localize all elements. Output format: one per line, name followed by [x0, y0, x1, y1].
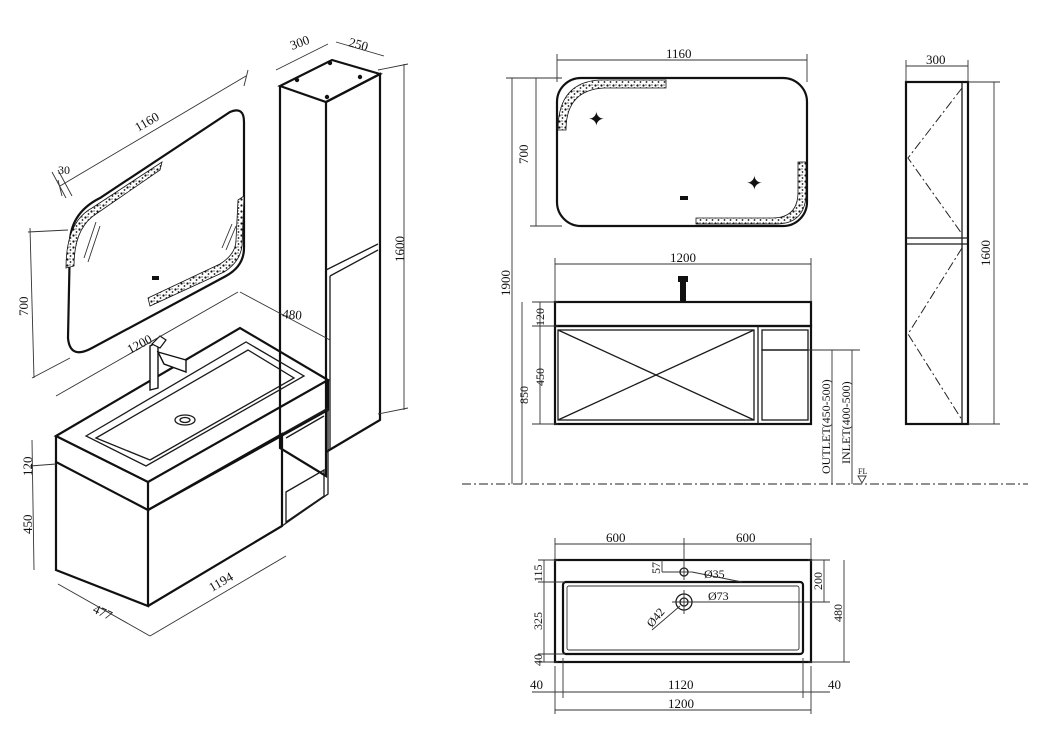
side-height: 1600 [978, 240, 993, 266]
iso-vanity-depth: 480 [282, 306, 303, 323]
front-mirror: ✦ ✦ [555, 76, 809, 228]
sparkle-icon-2: ✦ [746, 173, 763, 195]
iso-drawer-height: 450 [20, 515, 35, 535]
plan-view [532, 538, 850, 714]
iso-tall-dims [275, 41, 409, 415]
front-mirror-light-top [557, 79, 667, 131]
plan-drain-hole: Ø73 [708, 589, 729, 603]
plan-left-half: 600 [606, 530, 626, 545]
front-basin-width: 1200 [670, 250, 696, 265]
front-drawer-height: 450 [533, 368, 547, 386]
plan-front-to-drain: 200 [811, 572, 825, 590]
front-overall-height: 1900 [498, 270, 513, 296]
plan-drain-inner: Ø42 [644, 605, 668, 630]
iso-mirror-dims [27, 69, 249, 379]
inlet-label: INLET(400-500) [839, 381, 853, 464]
iso-mirror-sensor-icon [152, 276, 159, 280]
plan-tap-offset: 57 [649, 562, 663, 574]
front-view: ✦ ✦ 1160 700 1900 [462, 46, 1028, 485]
iso-mirror [65, 109, 246, 354]
iso-mirror-height: 700 [16, 297, 31, 317]
iso-mirror-depth: 30 [58, 163, 70, 177]
iso-mirror-light-strip [65, 161, 163, 269]
front-mirror-sensor-icon [680, 196, 688, 200]
plan-bowl-width: 1120 [668, 677, 694, 692]
plan-right-half: 600 [736, 530, 756, 545]
plan-right-margin: 40 [828, 677, 841, 692]
front-top-height: 120 [533, 308, 547, 326]
iso-vanity-dims [29, 291, 331, 637]
front-mirror-dims [506, 54, 808, 484]
sparkle-icon: ✦ [588, 109, 605, 131]
front-floor-to-top: 850 [517, 386, 531, 404]
iso-top-height: 120 [20, 457, 35, 477]
plan-left-margin: 40 [530, 677, 543, 692]
iso-mirror-width: 1160 [132, 109, 162, 135]
iso-tall-cabinet [277, 58, 383, 478]
front-vanity [553, 276, 813, 426]
iso-tall-depth: 250 [347, 34, 370, 54]
side-width: 300 [926, 52, 946, 67]
plan-total-width: 1200 [668, 696, 694, 711]
iso-vanity [53, 326, 331, 608]
plan-bowl-depth: 325 [531, 612, 545, 630]
outlet-label: OUTLET(450-500) [819, 379, 833, 474]
front-vanity-dims [521, 258, 867, 484]
plan-depth: 480 [831, 604, 845, 622]
floor-level-label: FL [858, 467, 867, 476]
iso-mirror-light-strip-2 [147, 195, 245, 307]
plan-top-margin: 115 [531, 564, 545, 582]
front-mirror-width: 1160 [666, 46, 692, 61]
front-faucet-icon [680, 278, 686, 302]
isometric-view: 1160 30 700 300 250 1600 [16, 32, 409, 637]
front-mirror-height: 700 [516, 145, 531, 165]
plan-tap-hole: Ø35 [704, 567, 725, 581]
side-view [904, 60, 1000, 426]
front-mirror-light-bottom [695, 161, 807, 225]
iso-base-width: 1194 [206, 569, 236, 595]
plan-bottom-margin: 40 [531, 654, 545, 666]
iso-tall-width: 300 [288, 32, 311, 53]
iso-tall-height: 1600 [392, 236, 407, 262]
